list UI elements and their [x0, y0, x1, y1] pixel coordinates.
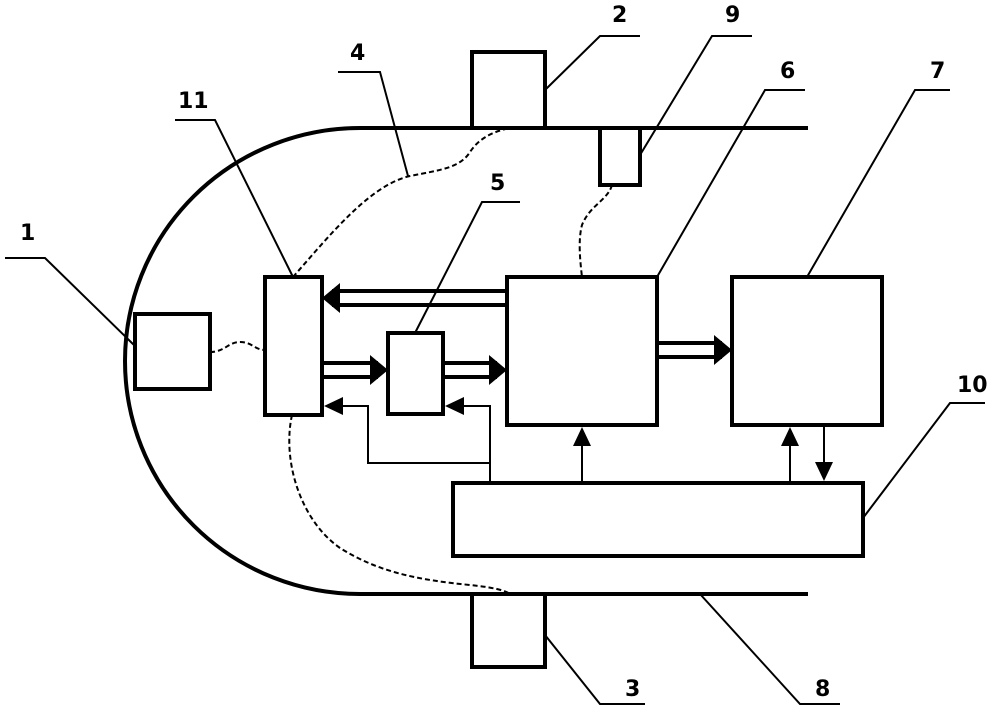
dashed-wire-11-to-2 [292, 127, 511, 278]
arrow-10-to-6 [573, 427, 591, 483]
label-9: 9 [725, 3, 740, 28]
label-1: 1 [20, 221, 35, 246]
leader-5 [414, 201, 520, 334]
component-11-box [263, 275, 324, 417]
bus-arrow-6-to-11 [322, 283, 507, 313]
housing-outline [123, 126, 808, 596]
label-10: 10 [957, 373, 988, 398]
component-1-box [133, 312, 212, 391]
leader-10 [862, 402, 985, 519]
label-7: 7 [930, 59, 945, 84]
label-5: 5 [490, 171, 505, 196]
component-9-box [598, 126, 642, 187]
leader-1 [5, 257, 136, 347]
bus-arrow-5-to-6 [443, 355, 507, 385]
arrow-7-to-10 [815, 425, 833, 481]
arrow-10-to-7 [781, 427, 799, 483]
component-5-box [386, 331, 445, 416]
dashed-wire-11-to-3 [288, 414, 511, 595]
bus-arrow-6-to-7 [657, 335, 732, 365]
component-7-box [730, 275, 884, 427]
dashed-wire-1-to-11 [209, 340, 266, 353]
component-3-box [470, 592, 547, 669]
label-4: 4 [350, 41, 365, 66]
leader-11 [175, 119, 294, 278]
label-11: 11 [178, 89, 209, 114]
label-8: 8 [815, 677, 830, 702]
leader-9 [639, 35, 752, 156]
arrow-10-to-5-and-11 [324, 397, 491, 483]
leader-8 [699, 593, 840, 705]
component-2-box [470, 50, 547, 130]
label-6: 6 [780, 59, 795, 84]
label-3: 3 [625, 677, 640, 702]
bus-arrow-11-to-5 [322, 355, 388, 385]
component-10-box [451, 481, 865, 558]
dashed-wire-9-to-6 [578, 184, 613, 278]
leader-3 [544, 634, 645, 705]
leader-4 [338, 71, 409, 177]
leader-6 [656, 89, 805, 278]
label-2: 2 [612, 3, 627, 28]
component-6-box [505, 275, 659, 427]
leader-7 [806, 89, 950, 278]
leader-2 [544, 35, 640, 91]
